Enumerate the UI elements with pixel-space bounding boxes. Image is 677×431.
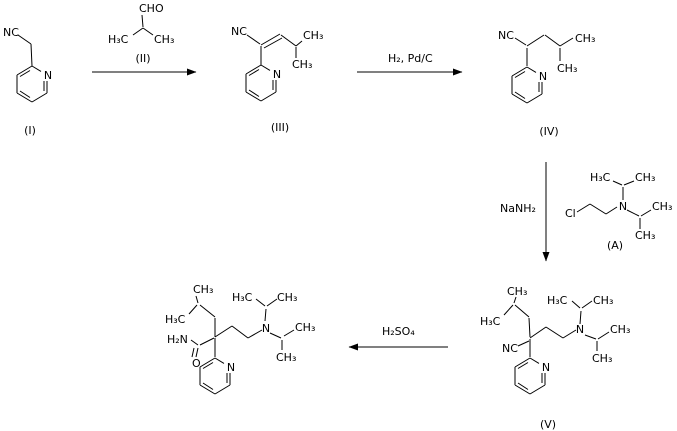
compound-final-amide: CH₃ H₃C H₂N O H₃C CH₃ N CH₃ CH₃ N (165, 283, 315, 395)
methyl-label: CH₃ (154, 33, 174, 46)
reagent-a-bonds (576, 180, 652, 229)
methyl-label: H₃C (590, 171, 611, 184)
reagent-label-base: NaNH₂ (500, 202, 536, 215)
reagent-a: H₃C CH₃ N Cl CH₃ CH₃ (A) (565, 171, 672, 252)
methyl-label: CH₃ (652, 200, 672, 213)
methyl-label: CH₃ (303, 29, 323, 42)
methyl-label: H₃C (232, 291, 253, 304)
methyl-label: CH₃ (292, 58, 312, 71)
nitrile-label: NC (231, 25, 247, 38)
nitrile-label: NC (498, 29, 514, 42)
methyl-label: CH₃ (610, 323, 630, 336)
reagent-ii: CHO H₃C CH₃ (II) (108, 2, 174, 65)
reagent-label-acid: H₂SO₄ (382, 325, 415, 338)
compound-iv: NC CH₃ CH₃ N (IV) (498, 29, 595, 138)
methyl-label: CH₃ (557, 62, 577, 75)
methyl-label: CH₃ (276, 351, 296, 364)
methyl-label: CH₃ (193, 283, 213, 296)
reagent-label-hydrogenation: H₂, Pd/C (388, 52, 433, 65)
ring-nitrogen-label: N (273, 68, 281, 81)
chloro-label: Cl (565, 207, 576, 220)
methyl-label: H₃C (480, 315, 501, 328)
amine-nitrogen-label: N (262, 322, 270, 335)
aldehyde-label: CHO (139, 2, 164, 15)
methyl-label: CH₃ (635, 229, 655, 242)
methyl-label: CH₃ (592, 352, 612, 365)
compound-iii: NC CH₃ CH₃ N (III) (231, 25, 323, 134)
methyl-label: CH₃ (593, 294, 613, 307)
nitrile-label: NC (3, 26, 19, 39)
compound-iii-bonds (245, 33, 303, 102)
compound-v: CH₃ H₃C NC H₃C CH₃ N CH₃ CH₃ N (V) (480, 285, 630, 431)
methyl-label: H₃C (165, 313, 186, 326)
compound-v-bonds (503, 296, 610, 395)
compound-i-bonds (16, 34, 48, 103)
ring-nitrogen-label: N (227, 361, 235, 374)
amide-nh2-label: H₂N (167, 333, 188, 346)
compound-label-v: (V) (540, 418, 556, 431)
compound-label-a: (A) (607, 239, 623, 252)
final-amide-bonds (188, 295, 295, 395)
methyl-label: CH₃ (507, 285, 527, 298)
nitrile-label: NC (502, 342, 518, 355)
methyl-label: CH₃ (575, 32, 595, 45)
ring-nitrogen-label: N (542, 361, 550, 374)
methyl-label: H₃C (547, 294, 568, 307)
reagent-ii-bonds (132, 14, 154, 36)
carbonyl-oxygen-label: O (192, 357, 201, 370)
methyl-label: CH₃ (295, 321, 315, 334)
ring-nitrogen-label: N (44, 69, 52, 82)
methyl-label: CH₃ (277, 291, 297, 304)
compound-i: NC N (I) (3, 26, 52, 137)
ring-nitrogen-label: N (539, 70, 547, 83)
reaction-arrow-3: NaNH₂ (500, 162, 550, 262)
methyl-label: CH₃ (635, 171, 655, 184)
compound-label-ii: (II) (135, 52, 150, 65)
amine-nitrogen-label: N (619, 200, 627, 213)
reaction-arrow-4: H₂SO₄ (348, 325, 448, 351)
methyl-label: H₃C (108, 33, 129, 46)
amine-nitrogen-label: N (576, 323, 584, 336)
reaction-arrow-2: H₂, Pd/C (357, 52, 463, 76)
compound-label-iii: (III) (271, 121, 289, 134)
compound-label-iv: (IV) (539, 125, 558, 138)
compound-label-i: (I) (24, 124, 36, 137)
compound-iv-bonds (511, 34, 574, 104)
